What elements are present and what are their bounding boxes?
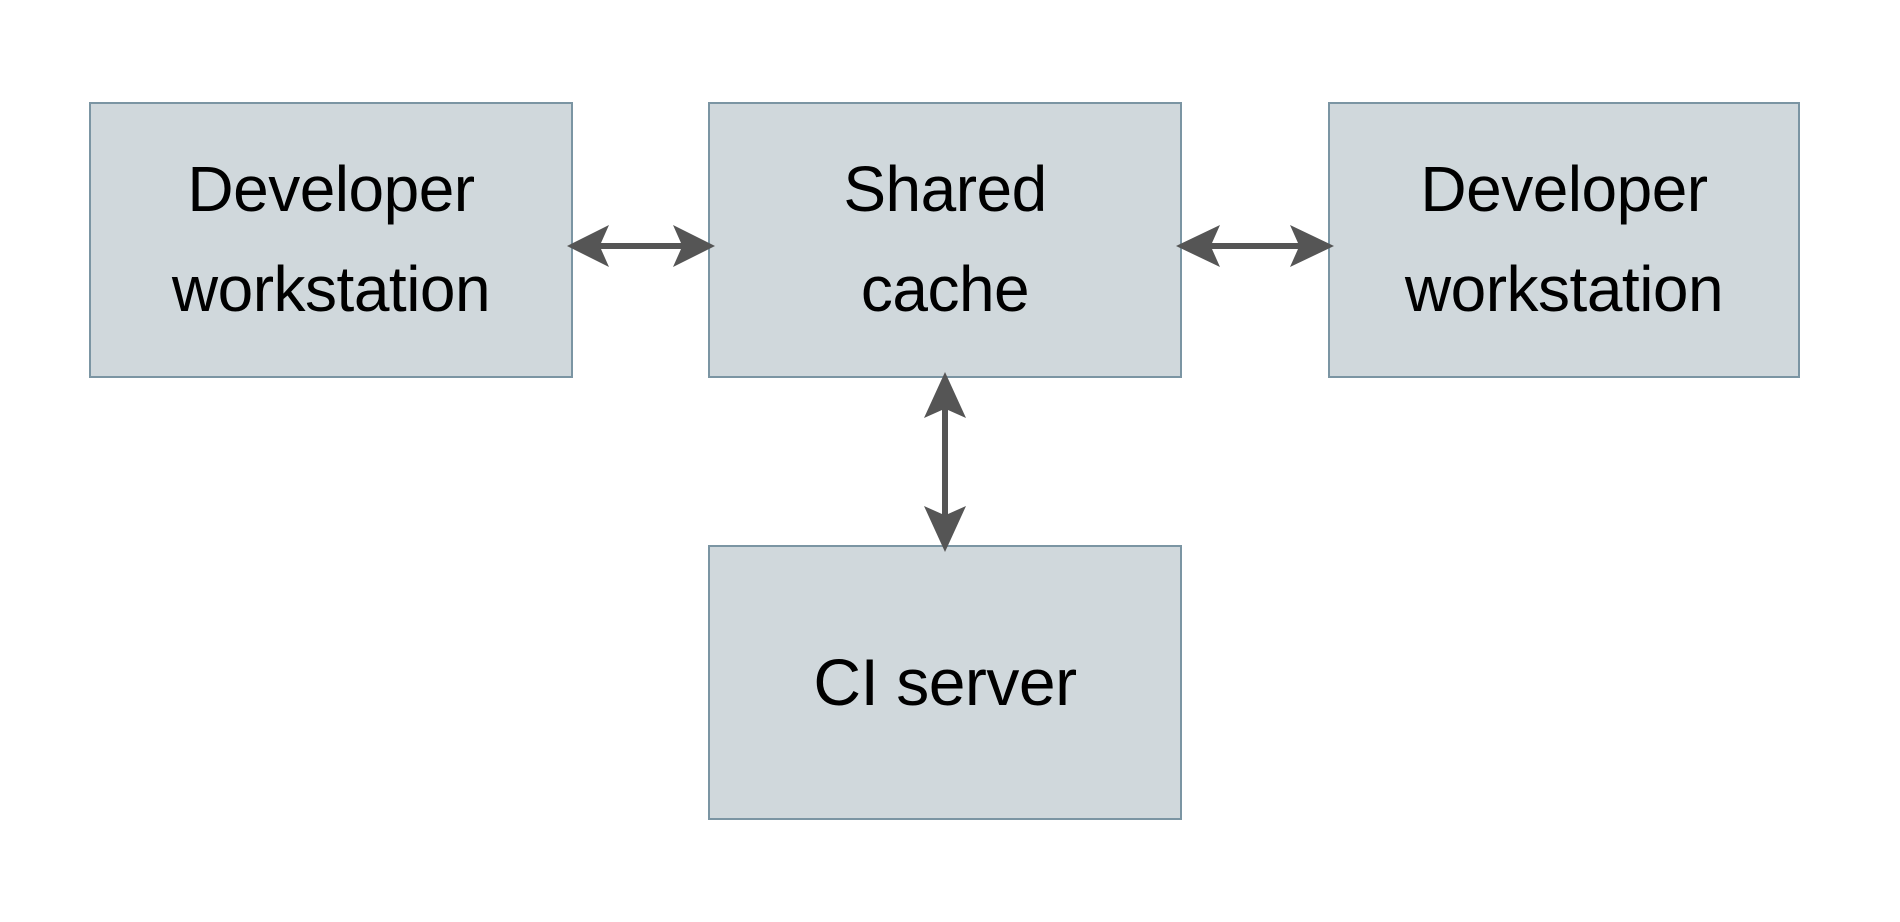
node-label: Developer workstation <box>171 153 491 325</box>
edge-shared-cache-to-ci-server <box>911 370 979 554</box>
node-label: Developer workstation <box>1404 153 1724 325</box>
double-arrow-icon <box>1176 225 1334 267</box>
node-ci-server[interactable]: CI server <box>708 545 1182 820</box>
node-shared-cache[interactable]: Shared cache <box>708 102 1182 378</box>
double-arrow-icon <box>567 225 715 267</box>
node-developer-workstation-right[interactable]: Developer workstation <box>1328 102 1800 378</box>
double-arrow-icon <box>924 372 966 552</box>
node-label: Shared cache <box>843 153 1047 325</box>
edge-shared-cache-to-developer-workstation-right <box>1174 212 1336 280</box>
node-label: CI server <box>813 645 1077 720</box>
node-developer-workstation-left[interactable]: Developer workstation <box>89 102 573 378</box>
edge-developer-workstation-left-to-shared-cache <box>565 212 717 280</box>
